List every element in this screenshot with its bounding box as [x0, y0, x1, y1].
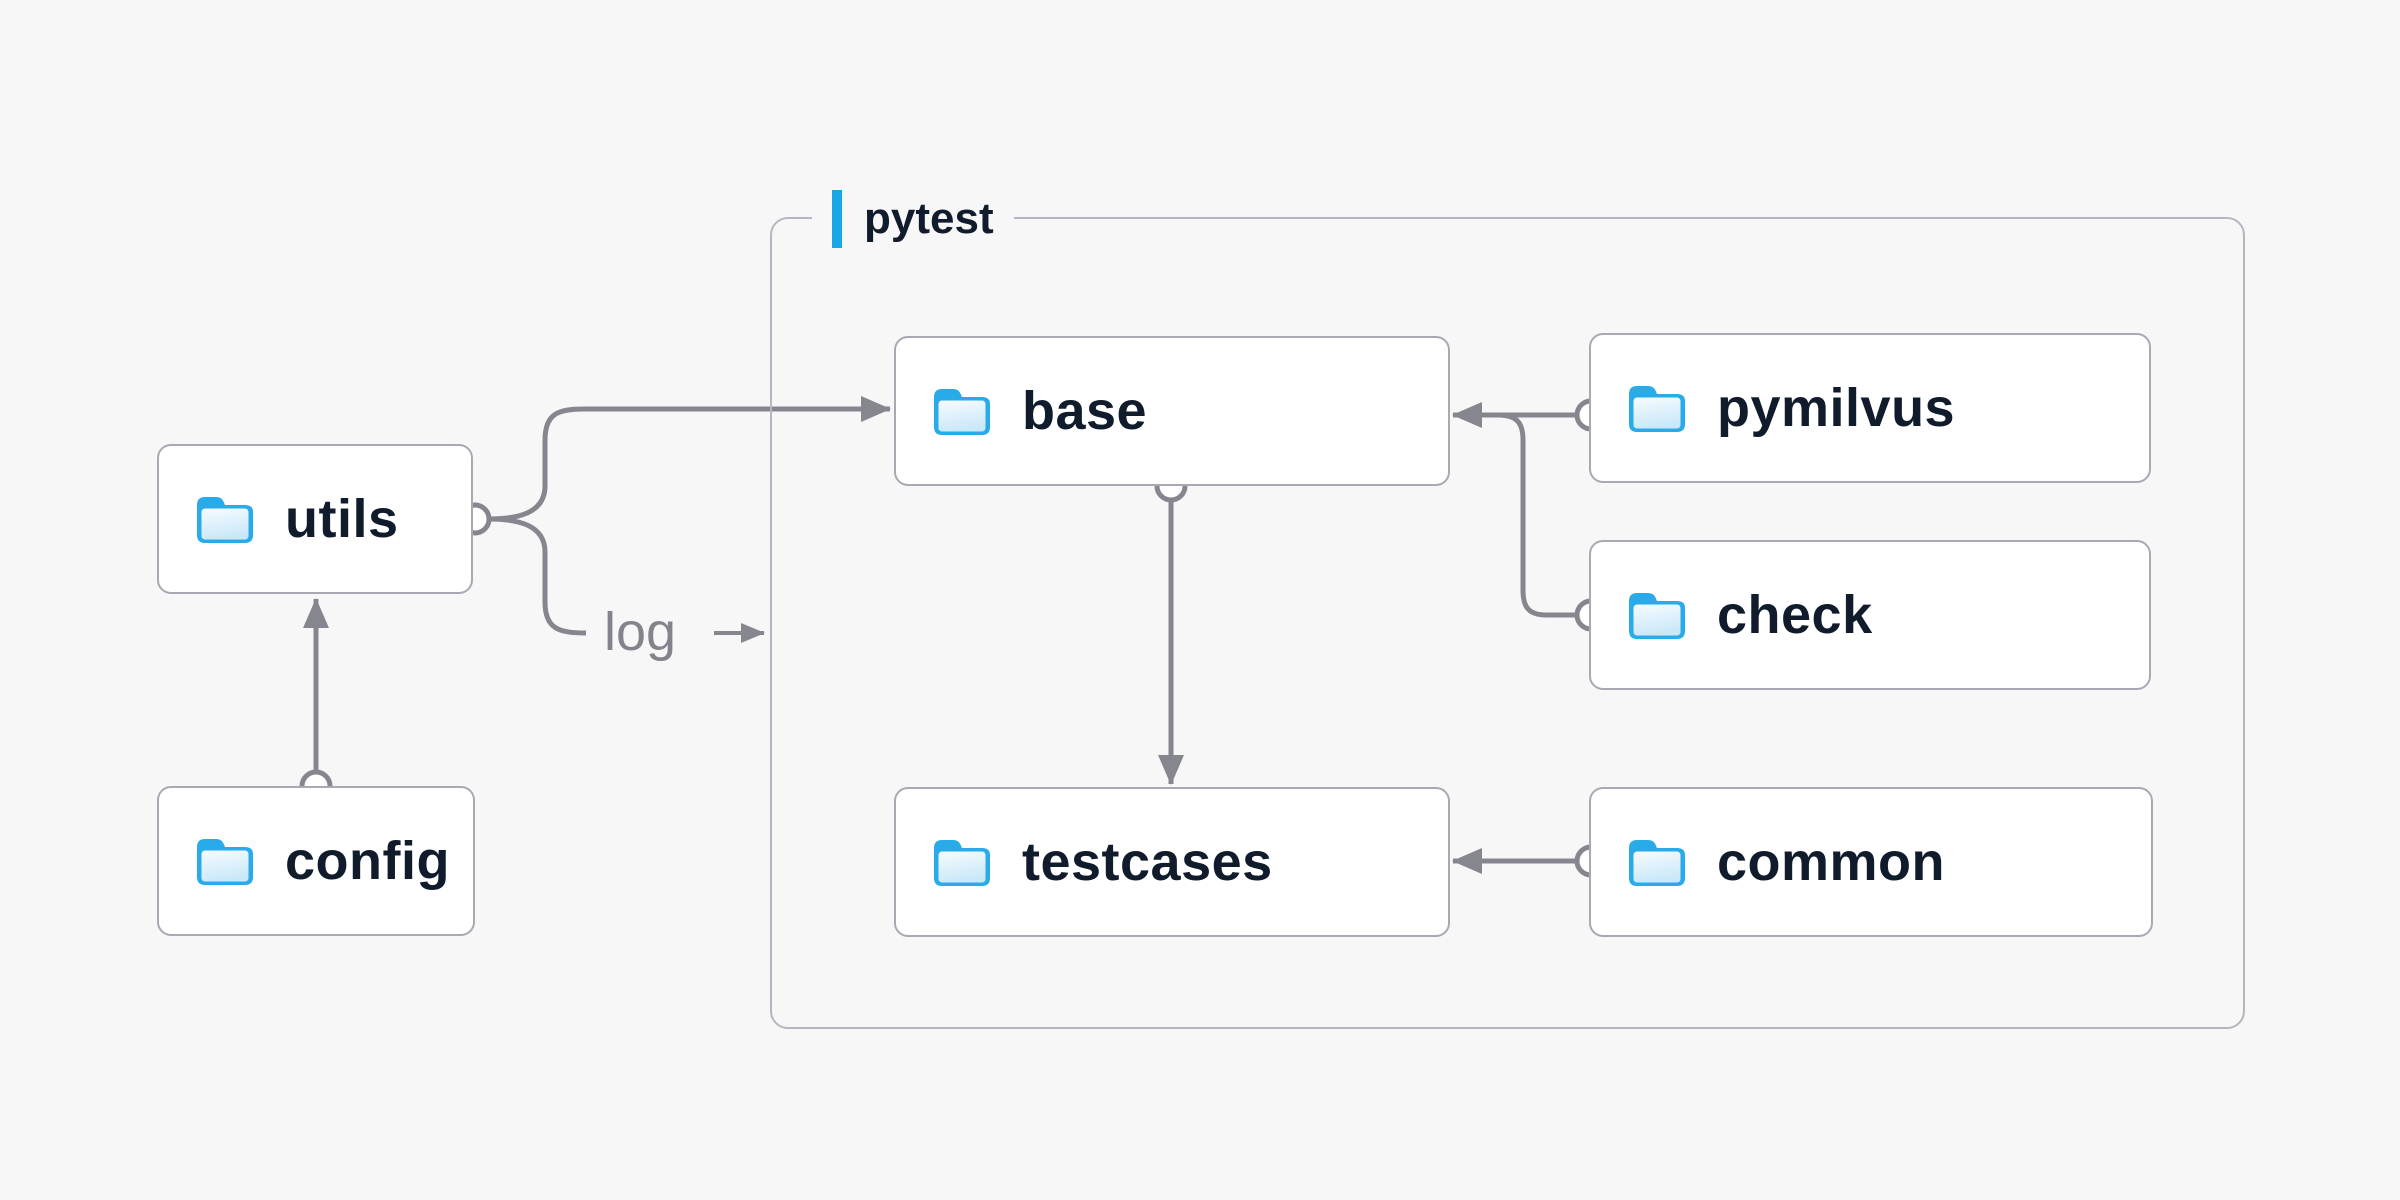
edge-utils-log-stub: [488, 516, 587, 636]
log-edge-label: log: [604, 602, 677, 662]
folder-icon: [193, 832, 257, 890]
folder-icon: [193, 490, 257, 548]
pytest-group-label: pytest: [812, 188, 1014, 250]
accent-bar: [832, 190, 842, 248]
node-label-check: check: [1717, 585, 1873, 645]
node-common: common: [1589, 787, 2153, 937]
node-base: base: [894, 336, 1450, 486]
folder-icon: [930, 382, 994, 440]
folder-icon: [1625, 379, 1689, 437]
node-check: check: [1589, 540, 2151, 690]
node-label-config: config: [285, 831, 450, 891]
node-testcases: testcases: [894, 787, 1450, 937]
pytest-group: pytest: [770, 188, 2245, 1029]
folder-icon: [1625, 586, 1689, 644]
node-label-pymilvus: pymilvus: [1717, 378, 1956, 438]
node-label-utils: utils: [285, 489, 399, 549]
node-utils: utils: [157, 444, 473, 594]
folder-icon: [930, 833, 994, 891]
node-label-common: common: [1717, 832, 1946, 892]
node-pymilvus: pymilvus: [1589, 333, 2151, 483]
node-label-testcases: testcases: [1022, 832, 1273, 892]
group-title: pytest: [864, 194, 994, 243]
folder-icon: [1625, 833, 1689, 891]
node-label-base: base: [1022, 381, 1148, 441]
node-config: config: [157, 786, 475, 936]
